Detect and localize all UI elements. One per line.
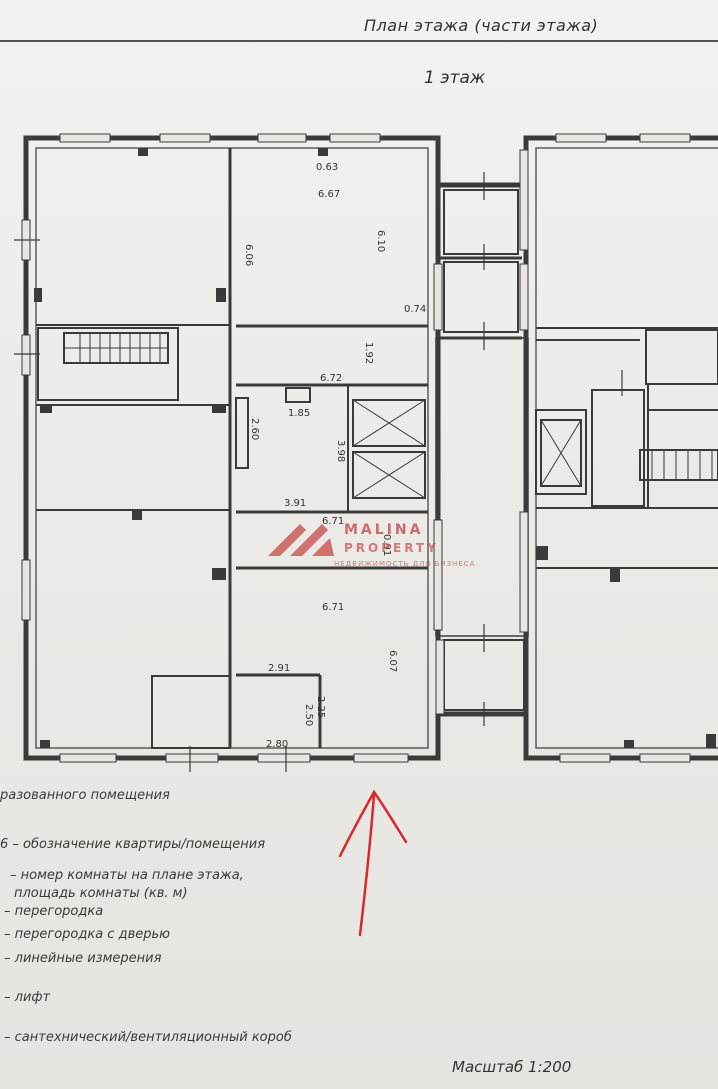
dim-label: 6.67: [318, 189, 340, 200]
dim-label: 0.91: [381, 534, 392, 556]
dim-label: 6.07: [387, 650, 398, 672]
legend: разованного помещения 6 – обозначение кв…: [0, 780, 718, 1060]
watermark-brand: MALINA: [344, 522, 423, 538]
watermark-logo: [268, 524, 334, 556]
watermark-tagline: НЕДВИЖИМОСТЬ ДЛЯ БИЗНЕСА: [334, 560, 475, 568]
dim-label: 6.71: [322, 602, 344, 613]
dim-label: 2.50: [303, 704, 314, 726]
sheet-title: План этажа (части этажа): [364, 16, 599, 35]
legend-line: – сантехнический/вентиляционный короб: [4, 1030, 292, 1045]
watermark-brand-sub: PROPERTY: [344, 541, 439, 555]
legend-line: – перегородка с дверью: [4, 927, 171, 942]
arrow-annotation-icon: [338, 789, 408, 937]
dim-label: 1.85: [288, 408, 310, 419]
legend-line: – линейные измерения: [4, 951, 162, 966]
dim-label: 2.80: [266, 739, 288, 750]
dim-label: 2.91: [268, 663, 290, 674]
dim-label: 6.06: [243, 244, 254, 266]
dim-label: 3.91: [284, 498, 306, 509]
dim-label: 0.74: [404, 304, 426, 315]
dim-label: 6.71: [322, 516, 344, 527]
floor-plan: 0.63 6.67 6.06 6.10 0.74 1.92 6.72 1.85 …: [14, 133, 718, 772]
dim-label: 2.25: [315, 696, 326, 718]
scale-label: Масштаб 1:200: [452, 1058, 572, 1076]
dim-label: 3.98: [335, 440, 346, 462]
legend-line: – перегородка: [4, 904, 104, 919]
floor-label: 1 этаж: [424, 68, 486, 88]
legend-line: площадь комнаты (кв. м): [14, 886, 188, 901]
outer-wall-left-block: [23, 135, 441, 761]
legend-line: – номер комнаты на плане этажа,: [10, 868, 244, 883]
dim-label: 1.92: [363, 342, 374, 364]
dim-label: 6.10: [375, 230, 386, 252]
dim-label: 0.63: [316, 162, 338, 173]
dim-label: 2.60: [249, 418, 260, 440]
legend-line: разованного помещения: [0, 788, 170, 803]
dim-label: 6.72: [320, 373, 342, 384]
legend-line: 6 – обозначение квартиры/помещения: [0, 837, 266, 852]
legend-line: – лифт: [4, 990, 51, 1005]
header-rule: [0, 40, 718, 42]
